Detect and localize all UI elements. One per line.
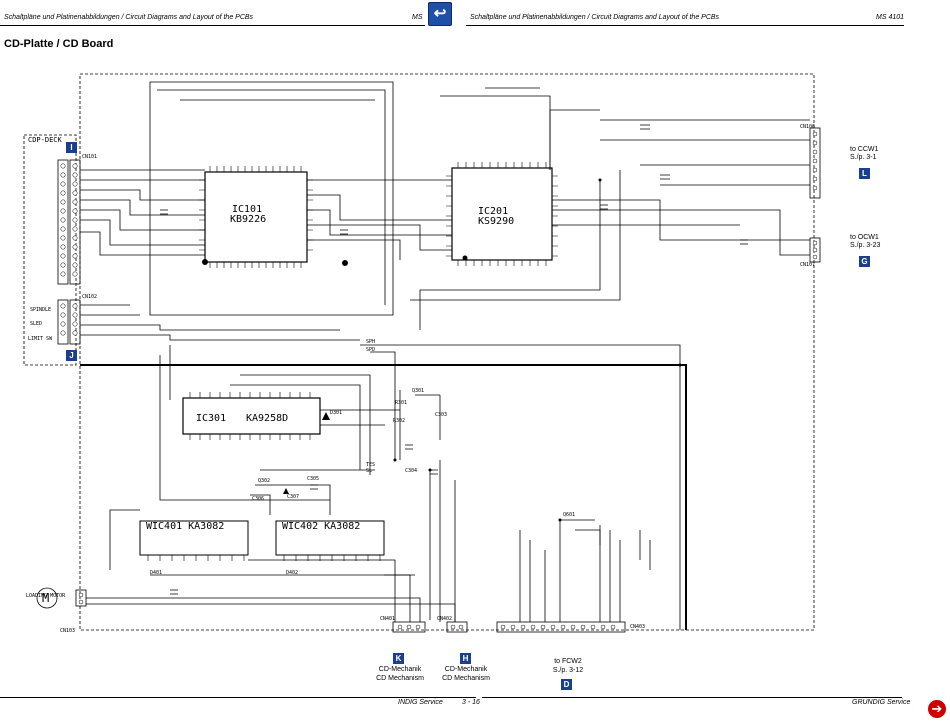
spindle-label: SPINDLE [30,307,51,313]
ccw1-ref: to CCW1 S./p. 3-1 [850,146,878,162]
motor-circle [36,587,58,609]
fcw2-text: to FCW2 [554,658,582,665]
limit-sw-label: LIMIT SW [28,336,53,342]
cn101-label: CN101 [82,154,97,160]
cn102-left [57,299,69,345]
return-arrow-icon[interactable]: ↩ [428,2,452,26]
ic101-name: IC101 [232,204,262,215]
ic201-part: KS9290 [478,216,514,227]
cn402-label: CN402 [437,616,452,622]
k-de: CD-Mechanik [378,666,422,673]
left-header-model: MS [412,14,423,21]
cn402-box [446,621,468,633]
wic402-body [275,520,385,556]
motor-symbol: M [42,591,49,605]
q302-label: Q302 [258,478,270,484]
ocw1-text: to OCW1 [850,234,879,241]
cn107-box [809,237,821,263]
d301-label: D301 [330,410,342,416]
tag-l[interactable]: L [859,168,870,179]
d401-label: D401 [150,570,162,576]
page-title: CD-Platte / CD Board [4,38,114,50]
footer-rule-left [0,697,476,698]
sph-label: SPH [366,339,375,345]
cn107-label: CN107 [800,262,815,268]
motor-label: LOADING MOTOR [26,593,66,599]
wic401-label: WIC401 KA3082 [146,521,224,532]
ic301-body [182,397,321,435]
footer-left: INDIG Service [398,699,443,706]
cn106-box [809,127,821,199]
ccw1-text: to CCW1 [850,146,879,153]
sl-label: SL [366,468,372,474]
tag-g[interactable]: G [859,256,870,267]
tag-d[interactable]: D [561,679,572,690]
cn403-box [496,621,626,633]
deck-label: CDP-DECK [28,136,63,144]
cn403-label: CN403 [630,624,645,630]
c303-label: C303 [435,412,447,418]
ic201-body [451,167,553,261]
ic101-body [204,171,308,263]
h-de: CD-Mechanik [444,666,488,673]
cn103-label: CN103 [60,628,75,634]
ic201-name: IC201 [478,206,508,217]
h-ref: CD-Mechanik CD Mechanism [436,665,496,683]
fcw2-ref: to FCW2 S./p. 3-12 [538,657,598,675]
tag-h[interactable]: H [460,653,471,664]
ccw1-page: S./p. 3-1 [850,154,877,161]
cn401-label: CN401 [380,616,395,622]
bus-loop-top [149,81,394,316]
cn101-left [57,159,69,285]
right-header-model: MS 4101 [876,14,905,21]
tag-i[interactable]: I [66,142,77,153]
q301-label: Q301 [412,388,424,394]
c307-label: C307 [287,494,299,500]
tag-k[interactable]: K [393,653,404,664]
wic402-label: WIC402 KA3082 [282,521,360,532]
fcw2-page: S./p. 3-12 [552,667,584,674]
cn401-box [392,621,426,633]
header-rule-left [0,25,425,26]
c305-label: C305 [307,476,319,482]
cn101-right [69,159,81,285]
r301-label: R301 [395,400,407,406]
left-header-title: Schaltpläne und Platinenabbildungen / Ci… [4,14,254,21]
header-rule-right [466,25,904,26]
cdp-deck-outline [23,134,77,366]
ic301-name: IC301 [196,413,226,424]
wic401-body [139,520,249,556]
footer-page: 3 - 16 [462,699,480,706]
q601-label: Q601 [563,512,575,518]
d402-label: D402 [286,570,298,576]
sled-label: SLED [30,321,42,327]
cn102-label: CN102 [82,294,97,300]
cn106-label: CN106 [800,124,815,130]
k-en: CD Mechanism [376,675,424,682]
spd-label: SPD [366,347,375,353]
ground-bus [80,364,687,630]
h-en: CD Mechanism [442,675,490,682]
ocw1-page: S./p. 3-23 [850,242,881,249]
cn102-right [69,299,81,345]
c304-label: C304 [405,468,417,474]
ocw1-ref: to OCW1 S./p. 3-23 [850,234,880,250]
c306-label: C306 [252,496,264,502]
tes-label: TES [366,462,375,468]
ic301-part: KA9258D [246,413,288,424]
right-arrow-icon[interactable]: ➔ [928,700,946,718]
r302-label: R302 [393,418,405,424]
k-ref: CD-Mechanik CD Mechanism [370,665,430,683]
board-outline [79,73,815,631]
footer-rule-right [482,697,902,698]
right-header-title: Schaltpläne und Platinenabbildungen / Ci… [470,14,720,21]
ic101-part: KB9226 [230,214,266,225]
tag-j[interactable]: J [66,350,77,361]
footer-right: GRUNDIG Service [852,699,911,706]
